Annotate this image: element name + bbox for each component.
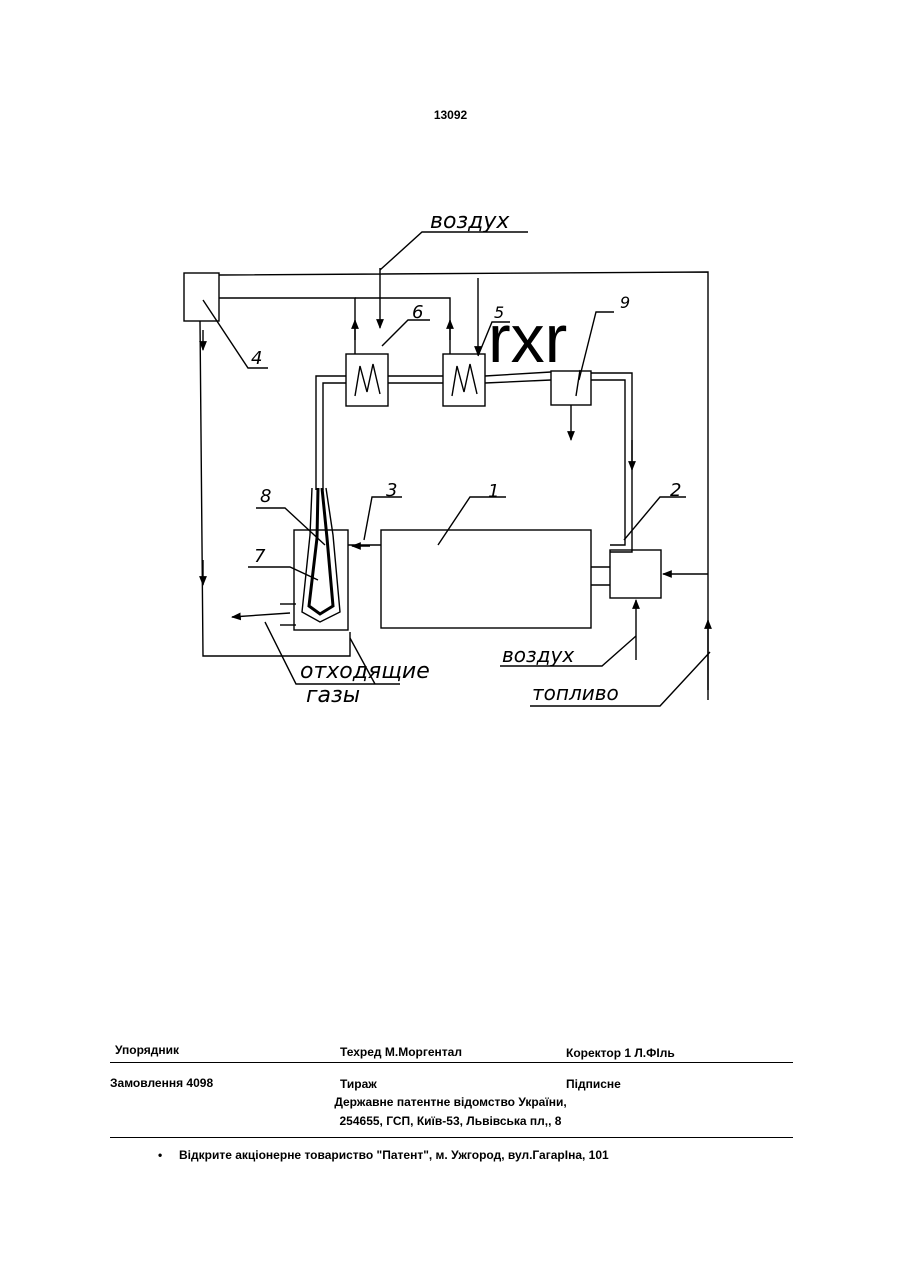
line-to-exchangers bbox=[219, 298, 355, 354]
label-air-top: воздух bbox=[430, 209, 510, 234]
duct-outer bbox=[316, 376, 346, 490]
divider-top bbox=[110, 1062, 793, 1063]
callout-7: 7 bbox=[254, 546, 266, 567]
callout-1: 1 bbox=[488, 481, 499, 502]
block-4 bbox=[184, 273, 219, 321]
label-exhaust-2: газы bbox=[306, 683, 360, 708]
callout-2: 2 bbox=[670, 480, 681, 501]
order-number: Замовлення 4098 bbox=[110, 1076, 213, 1090]
label-air-bottom: воздух bbox=[502, 643, 574, 667]
callout-5: 5 bbox=[494, 303, 504, 322]
compiler-label: Упорядник bbox=[115, 1043, 179, 1057]
tech-editor: Техред М.Моргентал bbox=[340, 1045, 462, 1059]
office-line-1: Державне патентне відомство України, bbox=[0, 1095, 901, 1109]
corrector: Коректор 1 Л.ФІль bbox=[566, 1046, 675, 1060]
label-fuel: топливо bbox=[532, 681, 619, 705]
publisher-info: Відкрите акціонерне товариство "Патент",… bbox=[179, 1148, 609, 1162]
callout-3: 3 bbox=[386, 480, 397, 501]
circulation-label: Тираж bbox=[340, 1077, 377, 1091]
callout-4: 4 bbox=[251, 348, 262, 369]
callout-9: 9 bbox=[620, 293, 630, 312]
office-line-2: 254655, ГСП, Київ-53, Львівська пл,, 8 bbox=[0, 1114, 901, 1128]
callout-8: 8 bbox=[260, 486, 271, 507]
callout-6: 6 bbox=[412, 302, 423, 323]
bullet-icon: • bbox=[158, 1148, 162, 1162]
leader-air-top bbox=[380, 232, 528, 270]
block-2 bbox=[610, 550, 661, 598]
block-1 bbox=[381, 530, 591, 628]
vessel-7 bbox=[302, 488, 340, 622]
line-top bbox=[219, 272, 708, 690]
process-schematic: воздух воздух топливо отходящие газы rxr… bbox=[0, 0, 901, 760]
label-exhaust-1: отходящие bbox=[300, 659, 430, 684]
subscription-label: Підписне bbox=[566, 1077, 621, 1091]
heat-exchanger-5 bbox=[443, 354, 485, 406]
heat-exchanger-6 bbox=[346, 354, 388, 406]
duct-right bbox=[591, 373, 632, 552]
divider-bottom bbox=[110, 1137, 793, 1138]
line-left bbox=[200, 321, 350, 656]
